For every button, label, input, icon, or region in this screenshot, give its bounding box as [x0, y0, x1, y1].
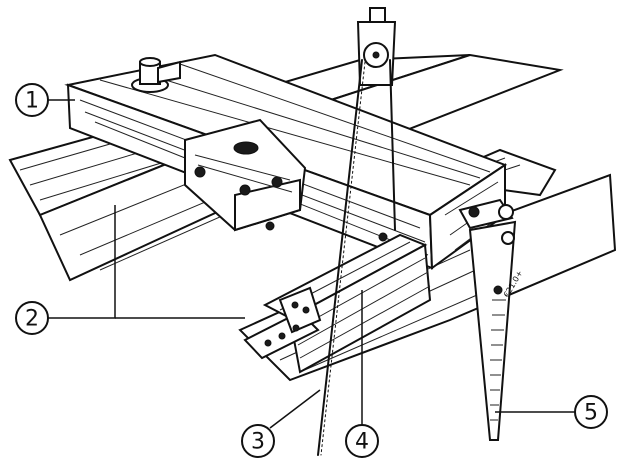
svg-text:2: 2 — [25, 307, 39, 332]
hinge-plate — [243, 286, 322, 360]
svg-text:1: 1 — [25, 89, 39, 114]
clamp-hook — [458, 198, 514, 230]
svg-text:5: 5 — [584, 401, 598, 426]
leader-lines — [48, 99, 575, 429]
leader-3 — [269, 389, 321, 429]
callout-3: 3 — [241, 424, 275, 458]
bolt-post — [131, 57, 181, 93]
saddle-block — [184, 118, 307, 232]
svg-text:4: 4 — [355, 430, 369, 455]
callout-5: 5 — [574, 395, 608, 429]
pulley-assembly — [317, 7, 397, 456]
callout-1: 1 — [15, 83, 49, 117]
gauge-stick: €21.0+ — [468, 220, 525, 441]
svg-text:3: 3 — [251, 430, 265, 455]
callout-4: 4 — [345, 424, 379, 458]
callout-2: 2 — [15, 301, 49, 335]
